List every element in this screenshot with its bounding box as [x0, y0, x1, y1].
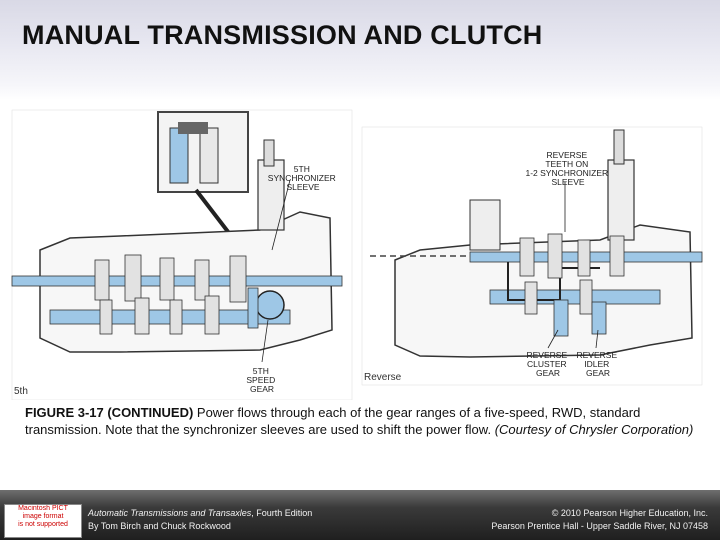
caption-credit: (Courtesy of Chrysler Corporation)	[494, 422, 694, 437]
transmission-figure: 5TH SYNCHRONIZER SLEEVE 5TH SPEED GEAR 5…	[11, 109, 703, 400]
copyright-text: © 2010 Pearson Higher Education, Inc.	[551, 508, 708, 518]
right-corner-label: Reverse	[364, 372, 402, 383]
right-transmission-diagram: REVERSE TEETH ON 1-2 SYNCHRONIZER SLEEVE…	[361, 126, 703, 386]
left-top-callout: 5TH SYNCHRONIZER SLEEVE	[268, 164, 338, 192]
publisher-credit: © 2010 Pearson Higher Education, Inc. Pe…	[491, 507, 708, 533]
right-bottom-left-callout: REVERSE CLUSTER GEAR	[527, 350, 570, 378]
book-authors: By Tom Birch and Chuck Rockwood	[88, 521, 231, 531]
book-credit: Automatic Transmissions and Transaxles, …	[88, 507, 312, 533]
slide-footer: Macintosh PICT image format is not suppo…	[0, 490, 720, 540]
left-transmission-diagram: 5TH SYNCHRONIZER SLEEVE 5TH SPEED GEAR 5…	[11, 109, 353, 400]
slide-title: MANUAL TRANSMISSION AND CLUTCH	[22, 20, 543, 50]
right-top-callout: REVERSE TEETH ON 1-2 SYNCHRONIZER SLEEVE	[525, 150, 610, 187]
left-corner-label: 5th	[14, 386, 28, 397]
title-band	[0, 0, 720, 100]
publisher-text: Pearson Prentice Hall - Upper Saddle Riv…	[491, 521, 708, 531]
book-edition: , Fourth Edition	[251, 508, 313, 518]
book-title: Automatic Transmissions and Transaxles	[88, 508, 252, 518]
unsupported-image-placeholder: Macintosh PICT image format is not suppo…	[4, 504, 82, 538]
caption-label: FIGURE 3-17 (CONTINUED)	[25, 405, 194, 420]
figure-caption: FIGURE 3-17 (CONTINUED) Power flows thro…	[25, 404, 695, 438]
left-bottom-callout: 5TH SPEED GEAR	[246, 366, 277, 394]
caption-text: Power flows through each of the gear ran…	[25, 405, 641, 437]
right-bottom-right-callout: REVERSE IDLER GEAR	[577, 350, 620, 378]
